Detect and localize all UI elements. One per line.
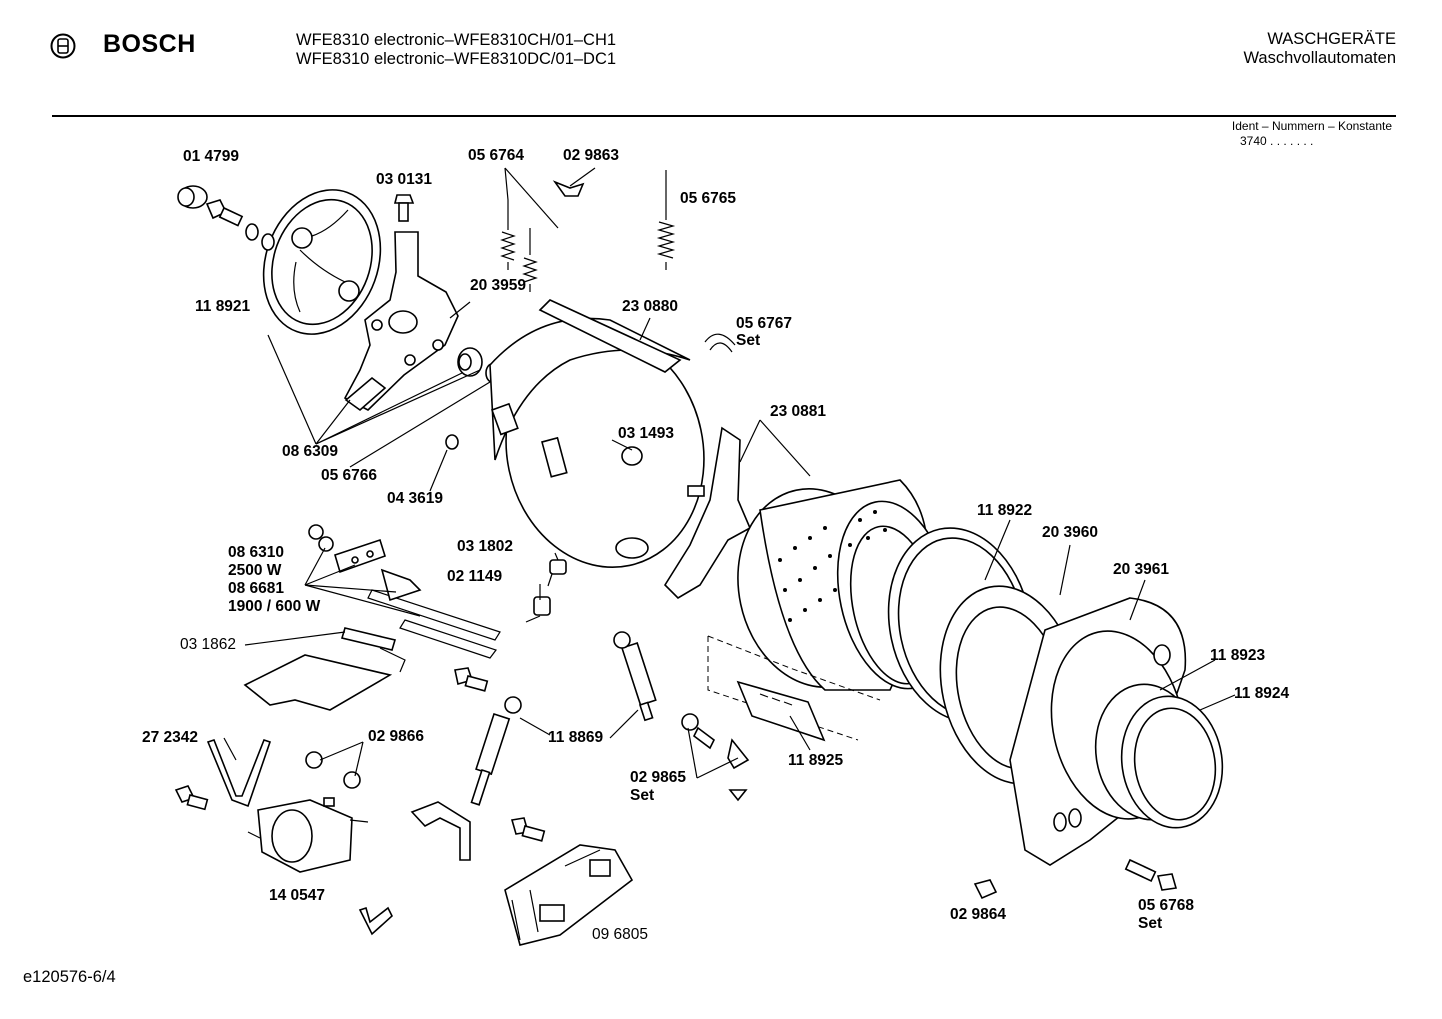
part-label-20-3961: 20 3961 — [1113, 561, 1170, 578]
part-label-02-9866: 02 9866 — [368, 728, 425, 745]
small-bracket — [358, 906, 393, 936]
part-label-02-9864: 02 9864 — [950, 906, 1007, 923]
part-label-2500w: 2500 W — [228, 562, 282, 579]
motor-bolt — [174, 785, 209, 811]
heater-cover-plate — [243, 627, 406, 711]
drum-support-arm — [663, 426, 752, 600]
bosch-logo-icon — [50, 33, 76, 59]
electronic-control-module — [504, 844, 634, 946]
ident-value: 3740 . . . . . . . — [1240, 134, 1314, 148]
model-line-1: WFE8310 electronic–WFE8310CH/01–CH1 — [296, 31, 617, 49]
shock-absorber-2 — [470, 696, 522, 806]
model-line-2: WFE8310 electronic–WFE8310DC/01–DC1 — [296, 50, 617, 68]
drum-bearing — [457, 347, 499, 383]
shock-absorber-1 — [613, 631, 657, 722]
product-category: WASCHGERÄTE Waschvollautomaten — [1243, 30, 1396, 68]
drive-belt — [206, 739, 272, 808]
part-label-03-1493: 03 1493 — [618, 425, 675, 442]
cover-screw — [454, 667, 489, 692]
part-label-08-6681: 08 6681 — [228, 580, 285, 597]
part-label-27-2342: 27 2342 — [142, 729, 199, 746]
part-label-05-6767-set: Set — [736, 332, 761, 349]
drum-spider-bracket — [343, 231, 459, 412]
part-label-03-1862: 03 1862 — [180, 636, 237, 653]
part-label-05-6767: 05 6767 — [736, 315, 793, 332]
ntc-sensor — [547, 559, 567, 587]
suspension-springs — [500, 170, 676, 292]
hose-clamp — [704, 333, 736, 353]
tub-rear-half — [489, 299, 705, 569]
part-label-03-1802: 03 1802 — [457, 538, 514, 555]
part-label-11-8921: 11 8921 — [195, 298, 251, 315]
pump-clip — [973, 879, 998, 900]
part-label-04-3619: 04 3619 — [387, 490, 444, 507]
part-label-11-8869: 11 8869 — [548, 729, 604, 746]
part-label-03-0131: 03 0131 — [376, 171, 433, 188]
part-label-05-6768: 05 6768 — [1138, 897, 1195, 914]
control-screw — [510, 817, 546, 842]
door-collar — [1094, 683, 1224, 829]
part-label-08-6310: 08 6310 — [228, 544, 285, 561]
part-label-02-9863: 02 9863 — [563, 147, 620, 164]
drain-plug — [621, 446, 643, 466]
part-label-11-8925: 11 8925 — [788, 752, 844, 769]
part-label-23-0881: 23 0881 — [770, 403, 827, 420]
category-line-1: WASCHGERÄTE — [1267, 30, 1396, 48]
drain-pump — [247, 797, 369, 873]
model-designation: WFE8310 electronic–WFE8310CH/01–CH1 WFE8… — [296, 31, 616, 69]
leader-lines — [223, 167, 1236, 779]
part-label-02-9865: 02 9865 — [630, 769, 687, 786]
drive-pulley — [262, 189, 382, 335]
part-label-08-6309: 08 6309 — [282, 443, 339, 460]
part-label-02-9865-set: Set — [630, 787, 655, 804]
part-label-20-3960: 20 3960 — [1042, 524, 1099, 541]
heater-nuts — [308, 524, 334, 552]
part-label-11-8923: 11 8923 — [1210, 647, 1266, 664]
small-bushing — [445, 434, 459, 450]
category-line-2: Waschvollautomaten — [1243, 49, 1396, 67]
spring-clip — [552, 180, 585, 197]
part-label-05-6768-set: Set — [1138, 915, 1163, 932]
inlet-valve-parts — [681, 713, 750, 802]
part-label-09-6805: 09 6805 — [592, 926, 649, 943]
inlet-part-group — [707, 635, 881, 742]
part-label-05-6764: 05 6764 — [468, 147, 525, 164]
shaft-bushing — [177, 185, 208, 209]
part-label-02-1149: 02 1149 — [447, 568, 503, 585]
part-label-20-3959: 20 3959 — [470, 277, 527, 294]
ident-caption: Ident – Nummern – Konstante — [1231, 119, 1392, 133]
mounting-bracket — [410, 801, 471, 861]
heating-element — [334, 538, 501, 659]
bracket-screw — [393, 194, 415, 222]
pulley-bolt — [205, 199, 275, 251]
part-label-11-8922: 11 8922 — [977, 502, 1033, 519]
part-label-1900-600w: 1900 / 600 W — [228, 598, 321, 615]
part-label-05-6765: 05 6765 — [680, 190, 737, 207]
header-divider — [52, 115, 1396, 117]
part-label-01-4799: 01 4799 — [183, 148, 240, 165]
drawing-code: e120576-6/4 — [23, 968, 116, 986]
front-screw — [1124, 858, 1178, 891]
part-label-14-0547: 14 0547 — [269, 887, 326, 904]
part-label-05-6766: 05 6766 — [321, 467, 378, 484]
shock-bolts — [305, 751, 361, 789]
part-label-23-0880: 23 0880 — [622, 298, 679, 315]
brand-name: BOSCH — [103, 30, 196, 58]
part-label-11-8924: 11 8924 — [1234, 685, 1290, 702]
temperature-sensor — [525, 596, 551, 623]
